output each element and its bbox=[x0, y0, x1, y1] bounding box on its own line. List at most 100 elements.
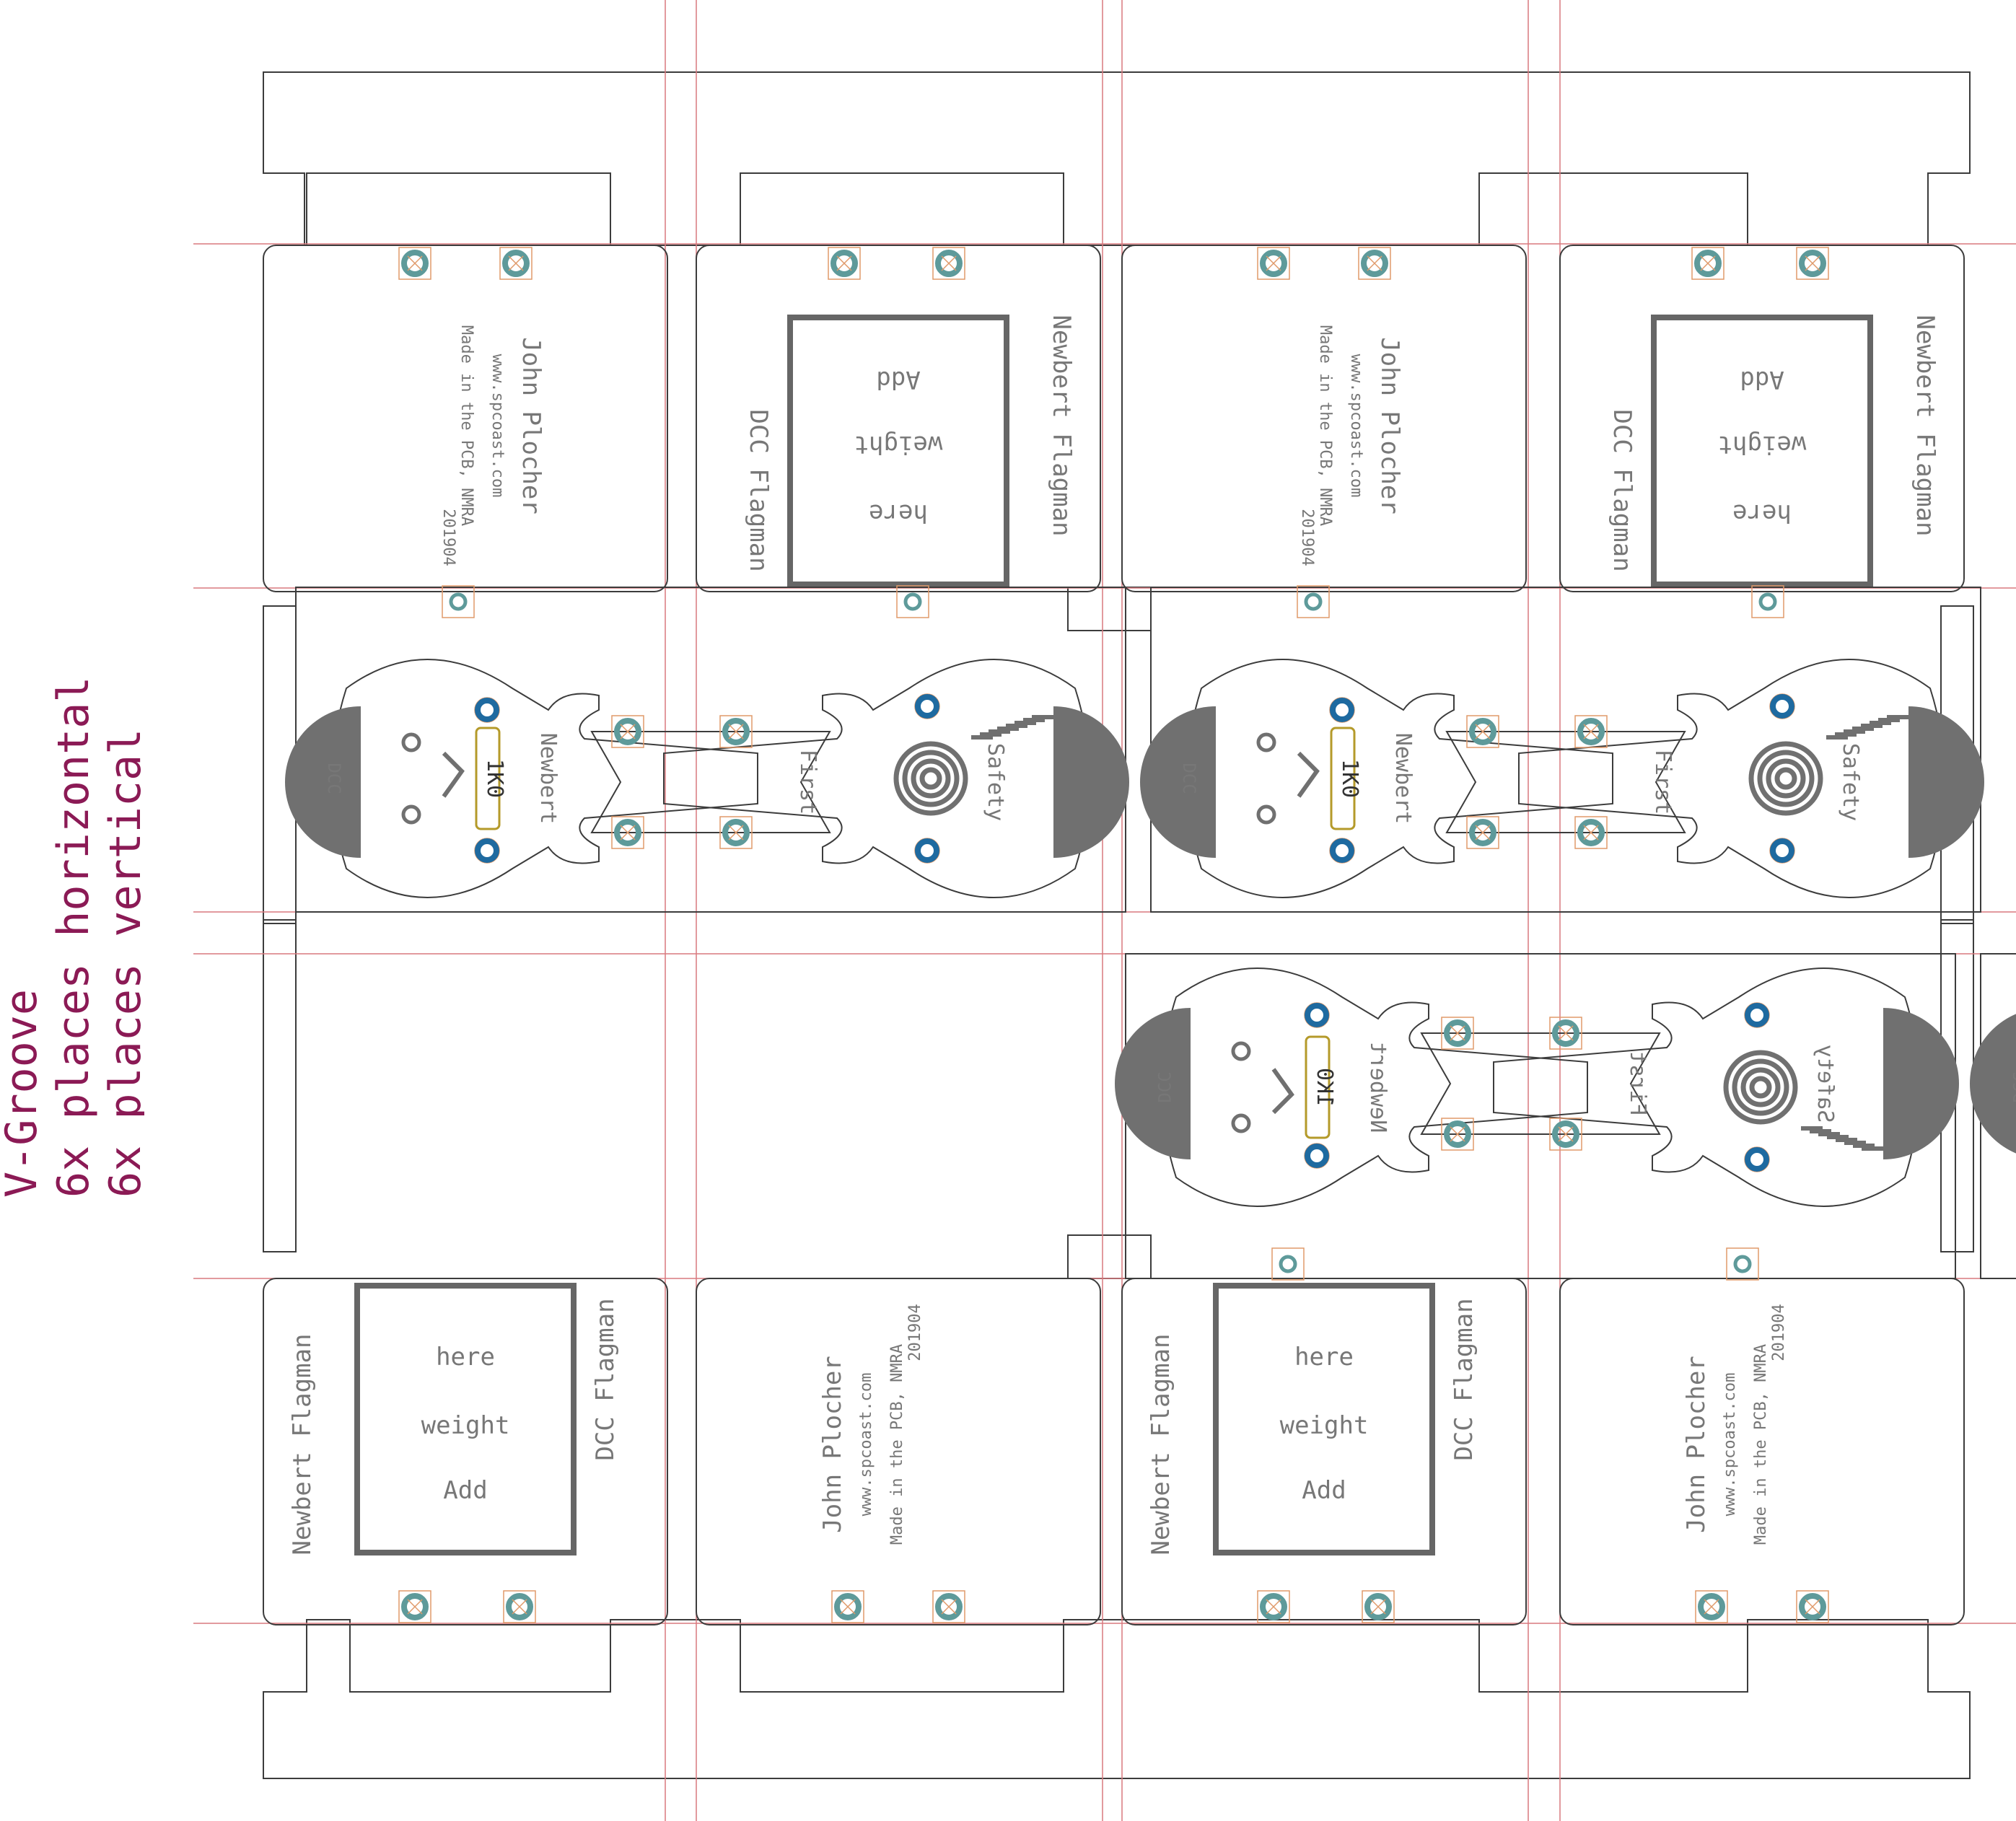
figure-silhouettes bbox=[1186, 659, 1945, 898]
center-slot bbox=[1445, 731, 1686, 833]
resistor-label: 1K0 bbox=[482, 759, 507, 798]
mounting-pad bbox=[1691, 247, 1724, 280]
resistor-label: 1K0 bbox=[1337, 759, 1362, 798]
author-text: John Plocher bbox=[818, 1356, 847, 1533]
date-text: 201904 bbox=[906, 1304, 924, 1361]
here-text: here bbox=[436, 1343, 495, 1372]
center-connector-bottom bbox=[1067, 1234, 1152, 1279]
board-outline bbox=[1121, 245, 1527, 592]
mounting-pad bbox=[831, 1590, 864, 1623]
title-text: DCC Flagman bbox=[1450, 1298, 1478, 1460]
date-text: 201904 bbox=[1770, 1304, 1788, 1361]
board-outline bbox=[263, 245, 668, 592]
resistor-body bbox=[1330, 727, 1356, 830]
figure-left-outline bbox=[1161, 967, 1588, 1207]
breakaway-tab bbox=[442, 585, 475, 618]
weight-text: weight bbox=[1718, 430, 1807, 459]
mounting-pad bbox=[1466, 715, 1499, 748]
head-right bbox=[1883, 1008, 1959, 1159]
center-slot bbox=[1420, 1032, 1661, 1135]
mounting-pad bbox=[1574, 715, 1608, 748]
through-hole-pad bbox=[1304, 1143, 1330, 1169]
v-groove-title: V-Groove bbox=[0, 989, 47, 1198]
title-text: DCC Flagman bbox=[1608, 409, 1636, 571]
head-left bbox=[285, 706, 361, 858]
eye-right bbox=[1231, 1041, 1251, 1061]
date-text: 201904 bbox=[439, 509, 457, 566]
badge-ring bbox=[1774, 767, 1797, 790]
subtitle-text: Newbert Flagman bbox=[288, 1333, 317, 1555]
mounting-pad bbox=[1441, 1118, 1474, 1151]
mounting-pad bbox=[1257, 1590, 1290, 1623]
breakaway-tab bbox=[1726, 1247, 1759, 1281]
badge-ring bbox=[1766, 758, 1806, 799]
safety-label: Safety bbox=[1838, 743, 1863, 821]
eye-right bbox=[1256, 804, 1276, 825]
frame-bottom bbox=[263, 1619, 1971, 1779]
mouth bbox=[1297, 751, 1320, 798]
badge-ring bbox=[893, 741, 968, 816]
dcc-label: DCC bbox=[2009, 1071, 2016, 1102]
mounting-pad bbox=[1466, 816, 1499, 849]
mounting-pad bbox=[932, 247, 965, 280]
v-groove-note: V-Groove 6x places horizontal 6x places … bbox=[0, 677, 144, 1198]
newbert-label: Newbert bbox=[1390, 733, 1416, 824]
badge-ring bbox=[1723, 1050, 1798, 1125]
through-hole-pad bbox=[1769, 838, 1795, 864]
through-hole-pad bbox=[1744, 1146, 1770, 1172]
weight-area-box bbox=[787, 315, 1009, 587]
weight-area-box bbox=[1213, 1283, 1435, 1555]
newbert-label: Newbert bbox=[1365, 1042, 1390, 1133]
weight-area-box bbox=[1651, 315, 1873, 587]
date-text: 201904 bbox=[1298, 509, 1316, 566]
through-hole-pad bbox=[1744, 1002, 1770, 1028]
mounting-pad bbox=[611, 715, 644, 748]
v-groove-lines bbox=[193, 0, 2016, 1821]
resistor-body bbox=[475, 727, 501, 830]
head-left bbox=[1115, 1008, 1191, 1159]
dcc-label: DCC bbox=[324, 763, 344, 794]
figure-right-outline bbox=[1493, 967, 1920, 1207]
mounting-pad bbox=[1358, 247, 1391, 280]
center-connector-top bbox=[1067, 587, 1152, 631]
mounting-pad bbox=[1549, 1118, 1582, 1151]
made-in-text: Made in the PCB, NMRA bbox=[1752, 1344, 1770, 1545]
mounting-pad bbox=[828, 247, 861, 280]
first-label: First bbox=[795, 750, 820, 815]
made-in-text: Made in the PCB, NMRA bbox=[888, 1344, 906, 1545]
mounting-pad bbox=[1549, 1017, 1582, 1050]
subtitle-text: Newbert Flagman bbox=[1047, 315, 1076, 536]
safety-label: Safety bbox=[983, 743, 1008, 821]
breakaway-tab bbox=[1751, 585, 1784, 618]
mounting-pad bbox=[503, 1590, 536, 1623]
through-hole-pad bbox=[1304, 1002, 1330, 1028]
mounting-pad bbox=[932, 1590, 965, 1623]
v-groove-horizontal: 6x places horizontal bbox=[48, 677, 99, 1198]
badge-ring bbox=[1732, 1058, 1789, 1116]
head-left bbox=[1970, 1014, 2016, 1154]
resistor-label: 1K0 bbox=[1312, 1068, 1337, 1107]
through-hole-pad bbox=[914, 693, 940, 719]
through-hole-pad bbox=[1769, 693, 1795, 719]
website-text: www.spcoast.com bbox=[1347, 354, 1365, 498]
board-outline bbox=[1559, 245, 1965, 592]
mounting-pad bbox=[499, 247, 533, 280]
here-text: here bbox=[1294, 1343, 1354, 1372]
mounting-pad bbox=[398, 247, 431, 280]
add-text: Add bbox=[1302, 1476, 1346, 1505]
figure-left-outline bbox=[1186, 659, 1613, 898]
mounting-pad bbox=[611, 816, 644, 849]
made-in-text: Made in the PCB, NMRA bbox=[457, 325, 475, 526]
title-text: DCC Flagman bbox=[591, 1298, 620, 1460]
side-rail bbox=[263, 919, 297, 1252]
head-left bbox=[1140, 706, 1216, 858]
mounting-pad bbox=[719, 715, 753, 748]
badge-ring bbox=[1748, 741, 1823, 816]
mouth bbox=[1271, 1068, 1294, 1115]
title-text: DCC Flagman bbox=[744, 409, 773, 571]
here-text: here bbox=[1732, 499, 1792, 527]
